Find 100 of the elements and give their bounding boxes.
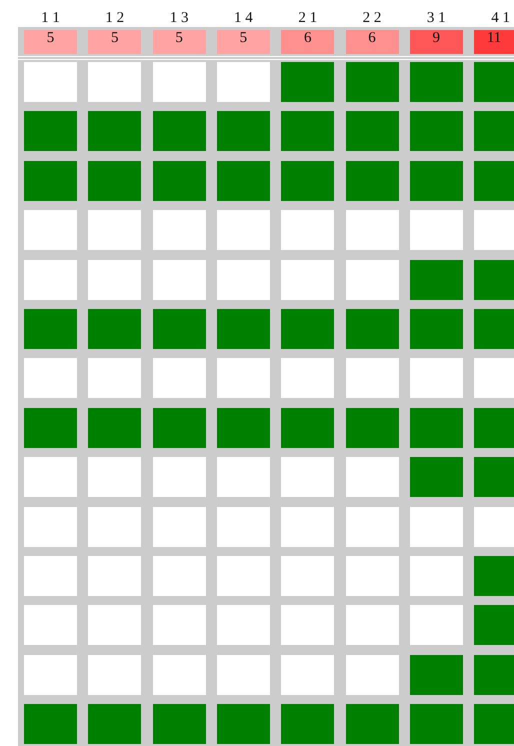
grid-cell xyxy=(474,358,514,398)
column-label: 3 1 xyxy=(426,10,447,27)
grid-cell xyxy=(346,111,398,152)
grid-cell xyxy=(216,654,270,695)
grid-cell xyxy=(410,654,463,695)
grid-cell xyxy=(24,506,77,547)
grid-cell xyxy=(410,309,463,349)
grid-cell xyxy=(216,358,270,398)
grid-cell xyxy=(216,160,270,201)
grid-cell xyxy=(281,457,334,498)
count-cell: 11 xyxy=(474,30,514,54)
grid-cell xyxy=(346,654,398,695)
grid-cell xyxy=(88,556,142,596)
grid-cell xyxy=(24,605,77,646)
grid-cell xyxy=(88,210,142,250)
grid-cell xyxy=(88,260,142,300)
grid-cell xyxy=(410,111,463,152)
grid-cell xyxy=(410,605,463,646)
grid-cell xyxy=(88,408,142,448)
grid-cell xyxy=(152,654,206,695)
grid-cell xyxy=(88,160,142,201)
grid-cell xyxy=(474,556,514,596)
grid-cell xyxy=(152,556,206,596)
grid-cell xyxy=(88,654,142,695)
count-cell: 5 xyxy=(88,30,142,54)
column-label: 4 1 xyxy=(490,10,511,27)
grid-cell xyxy=(152,506,206,547)
grid-cell xyxy=(474,160,514,201)
grid-cell xyxy=(216,556,270,596)
grid-cell xyxy=(152,309,206,349)
grid-cell xyxy=(474,605,514,646)
grid-cell xyxy=(346,260,398,300)
count-cell: 9 xyxy=(410,30,463,54)
column-label: 1 2 xyxy=(104,10,126,27)
grid-cell xyxy=(24,210,77,250)
grid-cell xyxy=(88,704,142,744)
grid-cell xyxy=(24,408,77,448)
grid-cell xyxy=(152,160,206,201)
grid-cell xyxy=(474,260,514,300)
grid-cell xyxy=(24,62,77,102)
grid-cell xyxy=(346,210,398,250)
grid-cell xyxy=(281,260,334,300)
grid-cell xyxy=(281,654,334,695)
count-cell: 5 xyxy=(152,30,206,54)
column-label: 1 4 xyxy=(233,10,254,27)
grid-cell xyxy=(346,457,398,498)
grid-cell xyxy=(410,160,463,201)
grid-cell xyxy=(281,605,334,646)
grid-cell xyxy=(281,556,334,596)
grid-cell xyxy=(410,457,463,498)
grid-cell xyxy=(152,457,206,498)
grid-cell xyxy=(474,210,514,250)
grid-cell xyxy=(281,704,334,744)
grid-cell xyxy=(346,309,398,349)
grid-cell xyxy=(474,309,514,349)
grid-cell xyxy=(346,704,398,744)
grid-cell xyxy=(24,457,77,498)
grid-cell xyxy=(216,457,270,498)
grid-cell xyxy=(216,62,270,102)
grid-cell xyxy=(88,605,142,646)
grid-cell xyxy=(346,506,398,547)
grid-cell xyxy=(88,457,142,498)
grid-cell xyxy=(346,556,398,596)
grid-cell xyxy=(216,704,270,744)
grid-cell xyxy=(88,111,142,152)
grid-cell xyxy=(474,111,514,152)
grid-cell xyxy=(24,260,77,300)
grid-cell xyxy=(281,309,334,349)
grid-cell xyxy=(216,605,270,646)
grid-cell xyxy=(216,260,270,300)
grid-cell xyxy=(216,210,270,250)
grid-cell xyxy=(152,704,206,744)
grid-cell xyxy=(346,62,398,102)
grid-cell xyxy=(88,62,142,102)
grid-cell xyxy=(152,408,206,448)
grid-cell xyxy=(216,408,270,448)
grid-cell xyxy=(88,358,142,398)
grid-cell xyxy=(281,210,334,250)
count-cell: 5 xyxy=(216,30,270,54)
grid-cell xyxy=(152,210,206,250)
grid-cell xyxy=(281,358,334,398)
grid-cell xyxy=(216,111,270,152)
grid-cell xyxy=(88,506,142,547)
grid-cell xyxy=(152,62,206,102)
grid-cell xyxy=(152,260,206,300)
grid-cell xyxy=(474,62,514,102)
grid-cell xyxy=(474,704,514,744)
grid-cell xyxy=(474,408,514,448)
grid-cell xyxy=(474,506,514,547)
grid-cell xyxy=(410,62,463,102)
count-cell: 5 xyxy=(24,30,77,54)
grid-cell xyxy=(24,160,77,201)
grid-cell xyxy=(24,556,77,596)
column-label: 2 1 xyxy=(297,10,318,27)
grid-cell xyxy=(410,408,463,448)
grid-cell xyxy=(410,556,463,596)
grid-cell xyxy=(216,309,270,349)
grid-cell xyxy=(410,260,463,300)
grid-cell xyxy=(474,654,514,695)
grid-cell xyxy=(24,309,77,349)
